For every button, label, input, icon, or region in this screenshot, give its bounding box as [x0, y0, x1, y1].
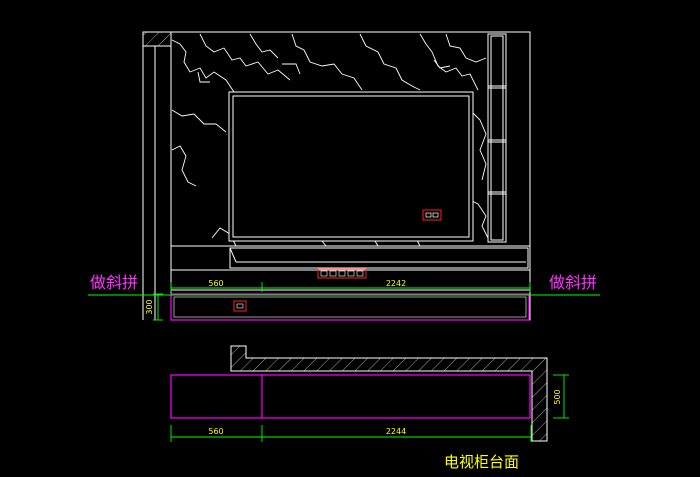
- tv-socket-icon: [422, 209, 442, 221]
- plan-dimensions: [170, 374, 569, 442]
- left-wall-hatch: [142, 31, 172, 47]
- plan-dim-side: 500: [553, 389, 562, 404]
- tv-cabinet-elevation: [171, 245, 530, 291]
- tv-screen-outer: [228, 91, 474, 242]
- plan-view: 560 2244 500: [170, 345, 569, 442]
- drawing-caption: 电视柜台面: [444, 453, 519, 471]
- countertop-elevation: [170, 293, 530, 321]
- countertop-socket-icon: [233, 300, 247, 312]
- right-note: 做斜拼: [549, 273, 597, 292]
- elev-dim-side: 300: [145, 299, 154, 314]
- plan-wall-hatch: [230, 345, 548, 442]
- tv-screen-inner: [232, 95, 470, 238]
- countertop-plan: [170, 374, 531, 419]
- elevation-dimensions: [153, 282, 531, 321]
- elevation-view: 560 2242 300: [88, 31, 600, 321]
- plan-dim-left: 560: [208, 427, 223, 436]
- plan-dim-right: 2244: [386, 427, 406, 436]
- socket-strip-icon: [317, 268, 367, 279]
- elev-dim-right: 2242: [386, 279, 406, 288]
- elev-dim-left: 560: [208, 279, 223, 288]
- left-note: 做斜拼: [90, 273, 138, 292]
- right-shelf-column: [487, 33, 507, 243]
